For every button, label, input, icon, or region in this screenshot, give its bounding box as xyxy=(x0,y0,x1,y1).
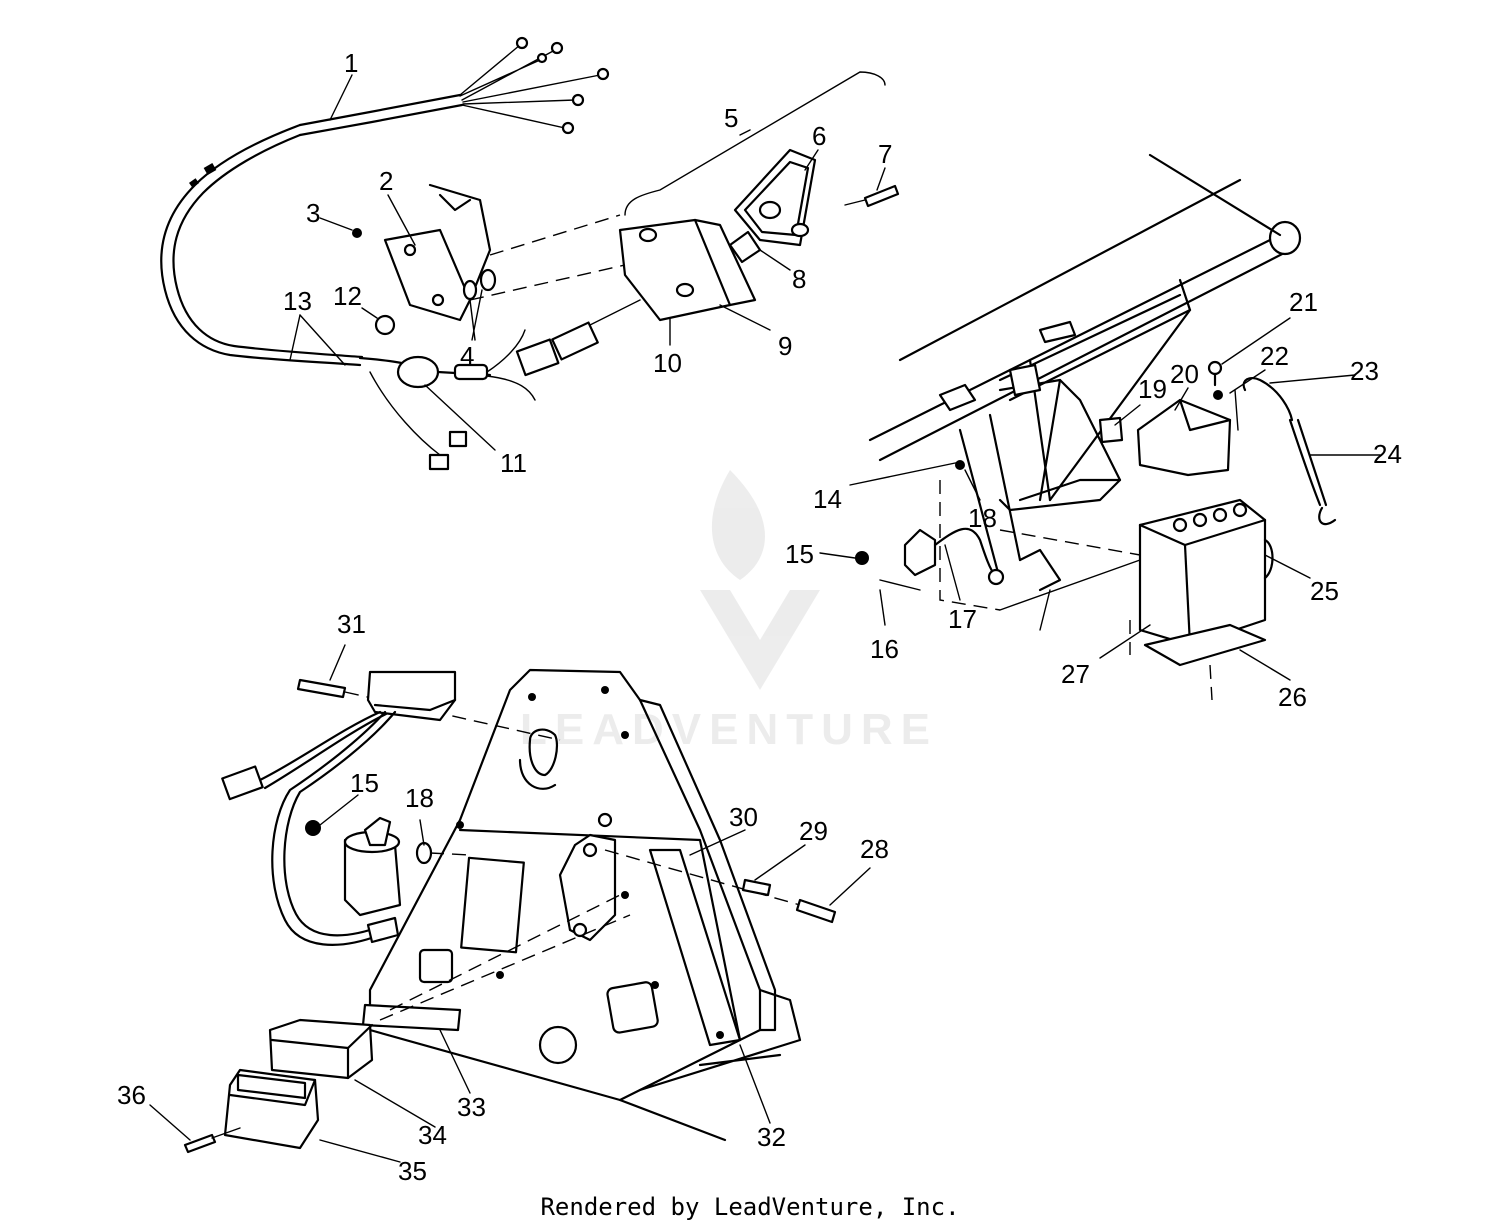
callout-32: 32 xyxy=(757,1122,786,1152)
callout-36: 36 xyxy=(117,1080,146,1110)
footer-credit: Rendered by LeadVenture, Inc. xyxy=(540,1193,960,1221)
callout-16: 16 xyxy=(870,634,899,664)
callout-5: 5 xyxy=(724,103,738,133)
frame-and-battery xyxy=(855,153,1337,701)
callout-35: 35 xyxy=(398,1156,427,1186)
callout-31: 31 xyxy=(337,609,366,639)
callout-30: 30 xyxy=(729,802,758,832)
callout-8: 8 xyxy=(792,264,806,294)
wire-harness xyxy=(160,36,610,471)
callout-7: 7 xyxy=(878,139,892,169)
callout-26: 26 xyxy=(1278,682,1307,712)
callout-2: 2 xyxy=(379,166,393,196)
callout-13: 13 xyxy=(283,286,312,316)
callout-11: 11 xyxy=(500,448,527,478)
leader-lines xyxy=(149,74,1381,1163)
callout-25: 25 xyxy=(1310,576,1339,606)
callout-15: 15 xyxy=(785,539,814,569)
callout-20: 20 xyxy=(1170,359,1199,389)
callout-22: 22 xyxy=(1260,341,1289,371)
mounting-plate xyxy=(352,183,497,336)
callout-24: 24 xyxy=(1373,439,1402,469)
callout-33: 33 xyxy=(457,1092,486,1122)
electrical-panel xyxy=(183,668,837,1154)
callout-18: 18 xyxy=(968,503,997,533)
callout-12: 12 xyxy=(333,281,362,311)
callout-4: 4 xyxy=(460,341,474,371)
callout-17: 17 xyxy=(948,604,977,634)
callout-29: 29 xyxy=(799,816,828,846)
tail-light-assembly xyxy=(469,71,900,377)
callout-34: 34 xyxy=(418,1120,447,1150)
callout-labels: 1 2 3 4 5 6 7 8 9 10 11 12 13 14 15 16 1… xyxy=(117,48,1402,1186)
callout-10: 10 xyxy=(653,348,682,378)
callout-3: 3 xyxy=(306,198,320,228)
callout-15-lower: 15 xyxy=(350,768,379,798)
callout-6: 6 xyxy=(812,121,826,151)
watermark-text: LEADVENTURE xyxy=(520,705,939,754)
callout-23: 23 xyxy=(1350,356,1379,386)
callout-19: 19 xyxy=(1138,374,1167,404)
callout-1: 1 xyxy=(344,48,358,78)
callout-9: 9 xyxy=(778,331,792,361)
leadventure-flame-logo xyxy=(700,470,820,690)
callout-27: 27 xyxy=(1061,659,1090,689)
callout-21: 21 xyxy=(1289,287,1318,317)
callout-28: 28 xyxy=(860,834,889,864)
callout-14: 14 xyxy=(813,484,842,514)
callout-18-lower: 18 xyxy=(405,783,434,813)
